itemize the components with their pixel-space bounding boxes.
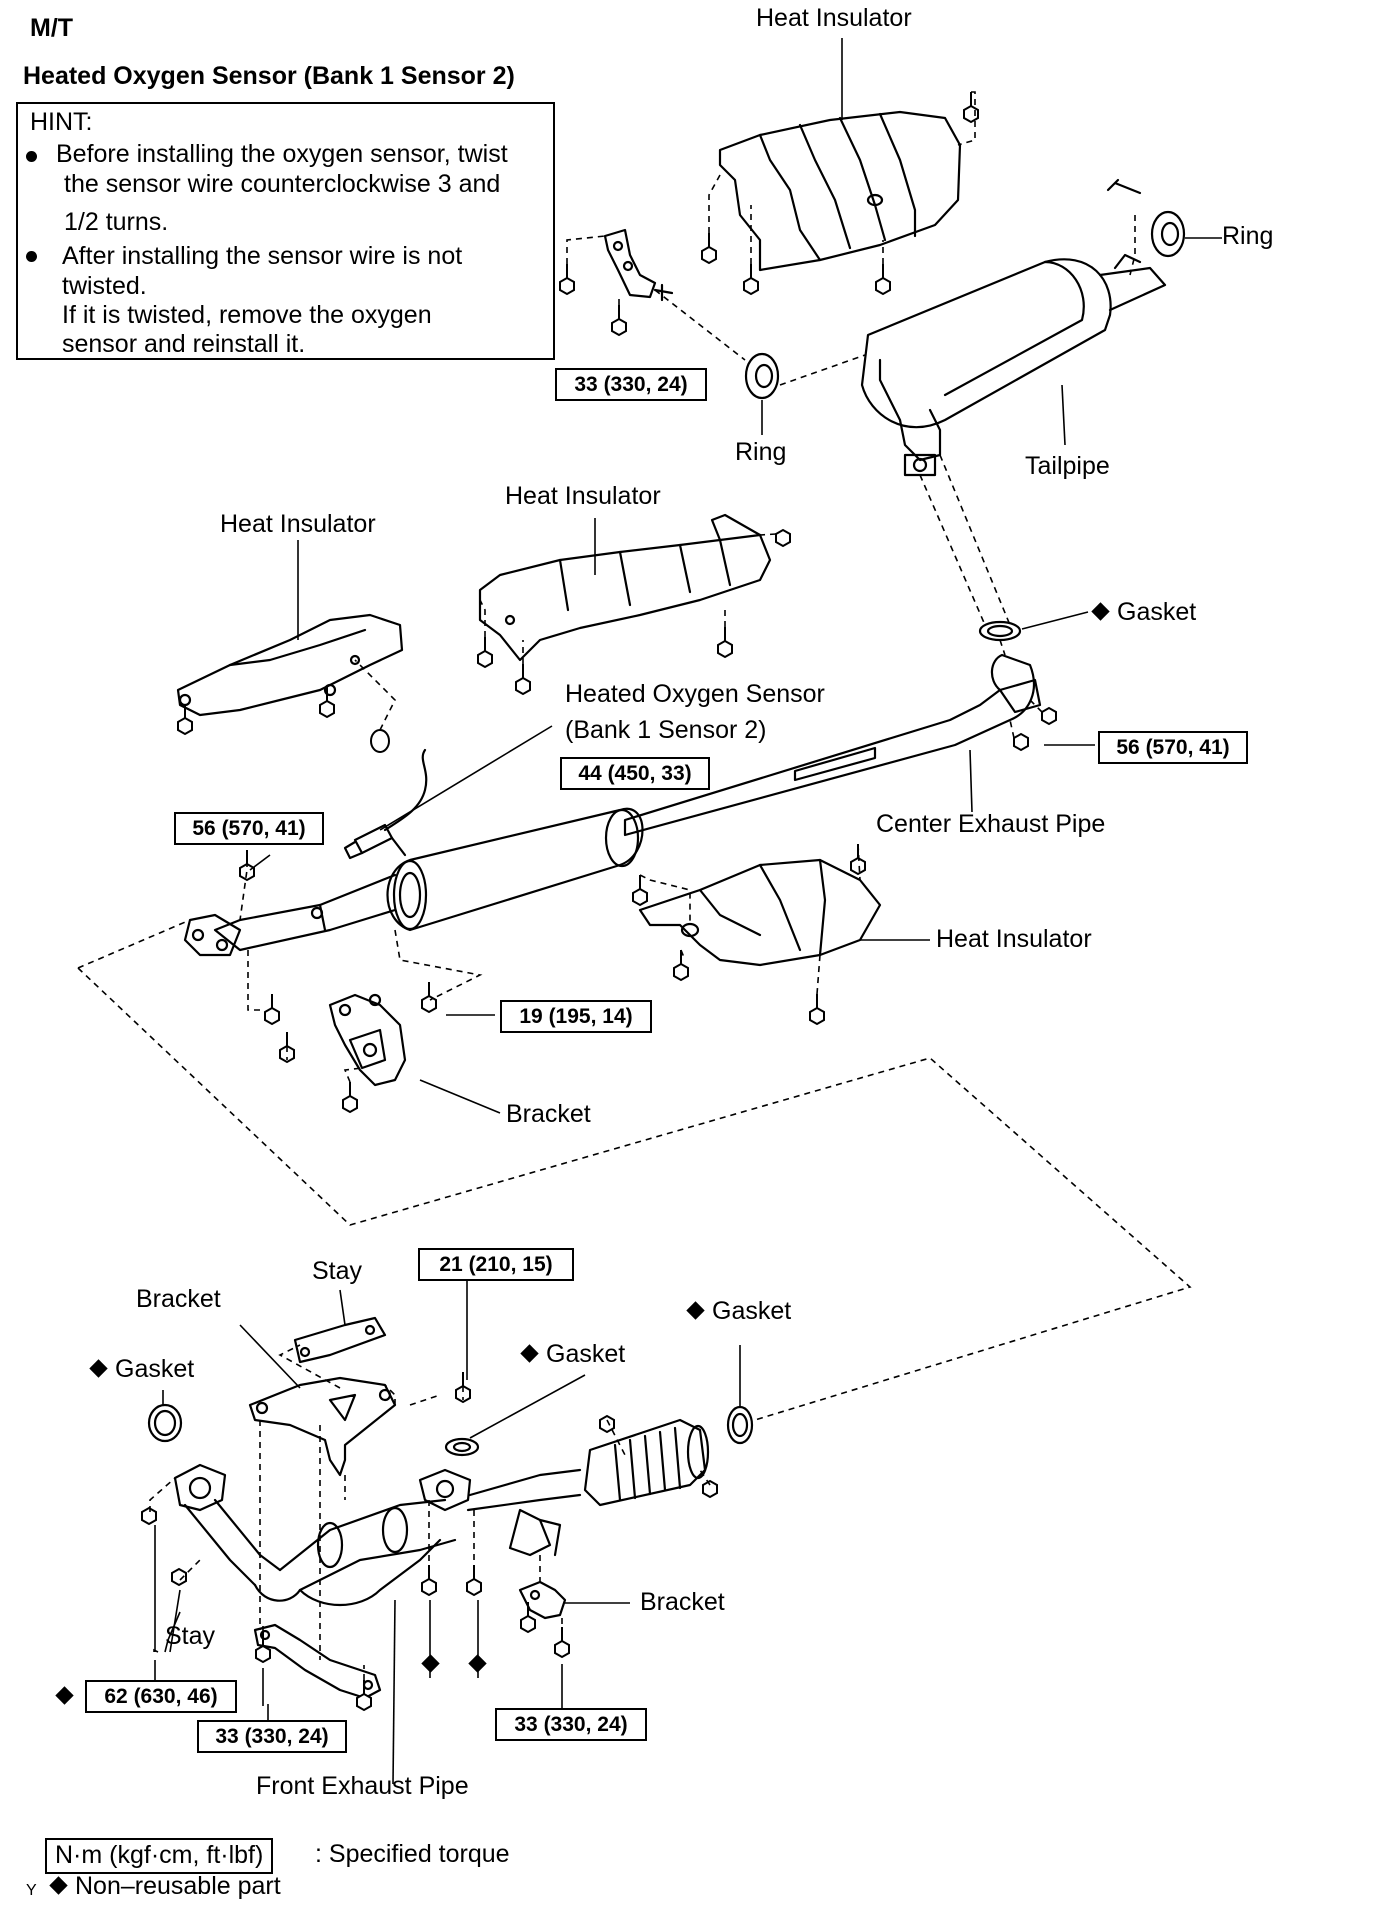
torque-box-9: 33 (330, 24) [495,1708,647,1741]
label-hos-line1: Heated Oxygen Sensor [565,680,825,708]
torque-box-5: 19 (195, 14) [500,1000,652,1033]
torque-box-3: 44 (450, 33) [560,757,710,790]
stay-bottom-part [253,1623,382,1700]
label-heat-insulator-left: Heat Insulator [220,510,376,538]
heat-insulator-left-part [176,613,404,717]
torque-box-7: 62 (630, 46) [85,1680,237,1713]
label-gasket-upper: Gasket [1091,598,1197,627]
front-exhaust-pipe-part [173,1418,710,1607]
bracket-lower-right-part [518,1580,567,1620]
label-heat-insulator-lower: Heat Insulator [936,925,1092,953]
leader-lines [153,38,1222,1785]
gasket-right-part [726,1405,754,1445]
torque-box-4: 56 (570, 41) [1098,731,1248,764]
label-ring-left: Ring [735,438,787,466]
label-hos-line2: (Bank 1 Sensor 2) [565,716,767,744]
label-ring-right: Ring [1222,222,1274,250]
hint-b2-l3: If it is twisted, remove the oxygen [62,301,432,329]
torque-box-2: 56 (570, 41) [174,812,324,845]
torque-box-6: 21 (210, 15) [418,1248,574,1281]
corner-mark: Y [26,1882,37,1899]
label-gasket-left-text: Gasket [115,1355,195,1383]
label-gasket-right-text: Gasket [712,1297,792,1325]
label-bracket-upper: Bracket [506,1100,591,1128]
oxygen-sensor-part [343,748,428,860]
bracket-upper-part [328,993,407,1087]
legend-torque-desc: : Specified torque [315,1840,510,1868]
transmission-label: M/T [30,14,74,42]
hint-bullet-2 [26,251,37,262]
stay-top-part [293,1316,387,1364]
torque-box-1: 33 (330, 24) [555,368,707,401]
label-center-exhaust-pipe: Center Exhaust Pipe [876,810,1106,838]
label-tailpipe: Tailpipe [1025,452,1110,480]
hint-box: HINT: Before installing the oxygen senso… [16,102,555,360]
label-gasket-right: Gasket [686,1297,792,1326]
label-front-exhaust-pipe: Front Exhaust Pipe [256,1772,469,1800]
torque-box-8: 33 (330, 24) [197,1720,347,1753]
upper-bracket-part [603,228,674,302]
heat-insulator-mid-part [478,513,772,662]
label-stay-top: Stay [312,1257,363,1285]
label-heat-insulator-top: Heat Insulator [756,4,912,32]
bolt-shanks [184,92,972,1694]
hint-b1-l3: 1/2 turns. [64,208,169,236]
center-exhaust-pipe-part [183,653,1042,957]
hint-b1-l1: Before installing the oxygen sensor, twi… [56,140,508,168]
ring-right-part [1150,210,1186,258]
legend-nonreusable: Non–reusable part [49,1872,281,1901]
label-gasket-upper-text: Gasket [1117,598,1197,626]
label-stay-bottom: Stay [165,1622,216,1650]
hint-b1-l2: the sensor wire counterclockwise 3 and [64,170,501,198]
dashed-guide-lines [77,91,1192,1680]
legend-nonreusable-text: Non–reusable part [75,1872,281,1900]
gasket-center-part [444,1437,480,1457]
tailpipe-part [860,253,1167,477]
hint-b2-l1: After installing the sensor wire is not [62,242,463,270]
hint-title: HINT: [30,108,93,136]
label-bracket-left: Bracket [136,1285,221,1313]
label-bracket-lower-right: Bracket [640,1588,725,1616]
label-heat-insulator-mid: Heat Insulator [505,482,661,510]
heat-insulator-top-part [718,110,962,272]
nonreusable-mark [520,1344,539,1363]
nonreusable-mark [686,1301,705,1320]
ring-left-part [744,352,780,400]
gasket-upper-part [978,620,1022,642]
nonreusable-mark [49,1876,68,1895]
gasket-left-part [147,1403,183,1443]
hint-bullet-1 [26,151,37,162]
label-gasket-left: Gasket [89,1355,195,1384]
legend-torque-box: N·m (kgf·cm, ft·lbf) [45,1838,274,1874]
hint-b2-l4: sensor and reinstall it. [62,330,306,358]
nonreusable-mark [89,1359,108,1378]
hint-b2-l2: twisted. [62,272,147,300]
ring-bolt-stud [1106,178,1142,195]
nonreusable-mark [1091,602,1110,621]
label-gasket-center-text: Gasket [546,1340,626,1368]
bracket-left-part [248,1376,397,1477]
heat-insulator-lower-part [638,858,882,967]
label-gasket-center: Gasket [520,1340,626,1369]
bolts-group [141,104,1057,1712]
section-title: Heated Oxygen Sensor (Bank 1 Sensor 2) [23,62,515,90]
